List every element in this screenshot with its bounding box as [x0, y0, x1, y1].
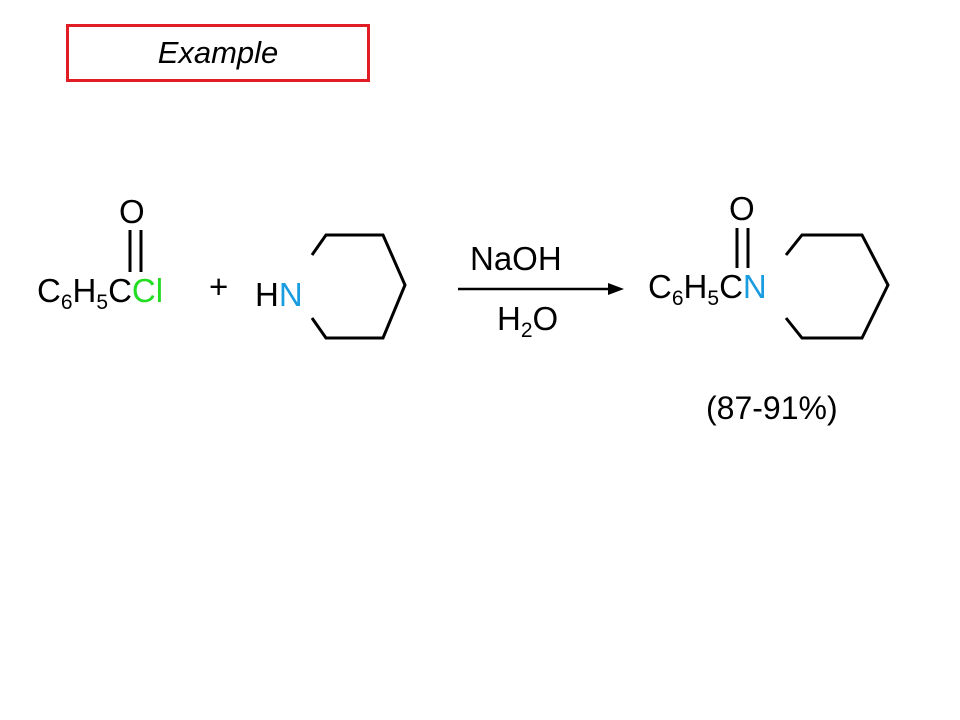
yield-label: (87-91%): [706, 390, 838, 426]
reaction-arrow-head: [608, 283, 624, 295]
solvent-below-arrow: H2O: [497, 300, 559, 342]
chlorine-label: Cl: [131, 272, 164, 309]
product-piperidine-ring: [784, 233, 890, 340]
piperidine-nitrogen: N: [278, 276, 303, 313]
title-text: Example: [157, 35, 279, 70]
product-formula: C6H5CN: [648, 268, 767, 310]
piperidine-nh-label: HN: [255, 276, 303, 313]
product-nitrogen: N: [742, 268, 767, 305]
plus-sign: +: [209, 268, 229, 305]
reactant1-carbonyl-oxygen: O: [119, 193, 145, 230]
reactant1-formula: C6H5CCl: [37, 272, 164, 314]
product-carbonyl-oxygen: O: [729, 190, 755, 227]
reagent-above-arrow: NaOH: [470, 240, 562, 277]
title-box: Example: [66, 24, 370, 82]
piperidine-ring: [310, 233, 407, 340]
